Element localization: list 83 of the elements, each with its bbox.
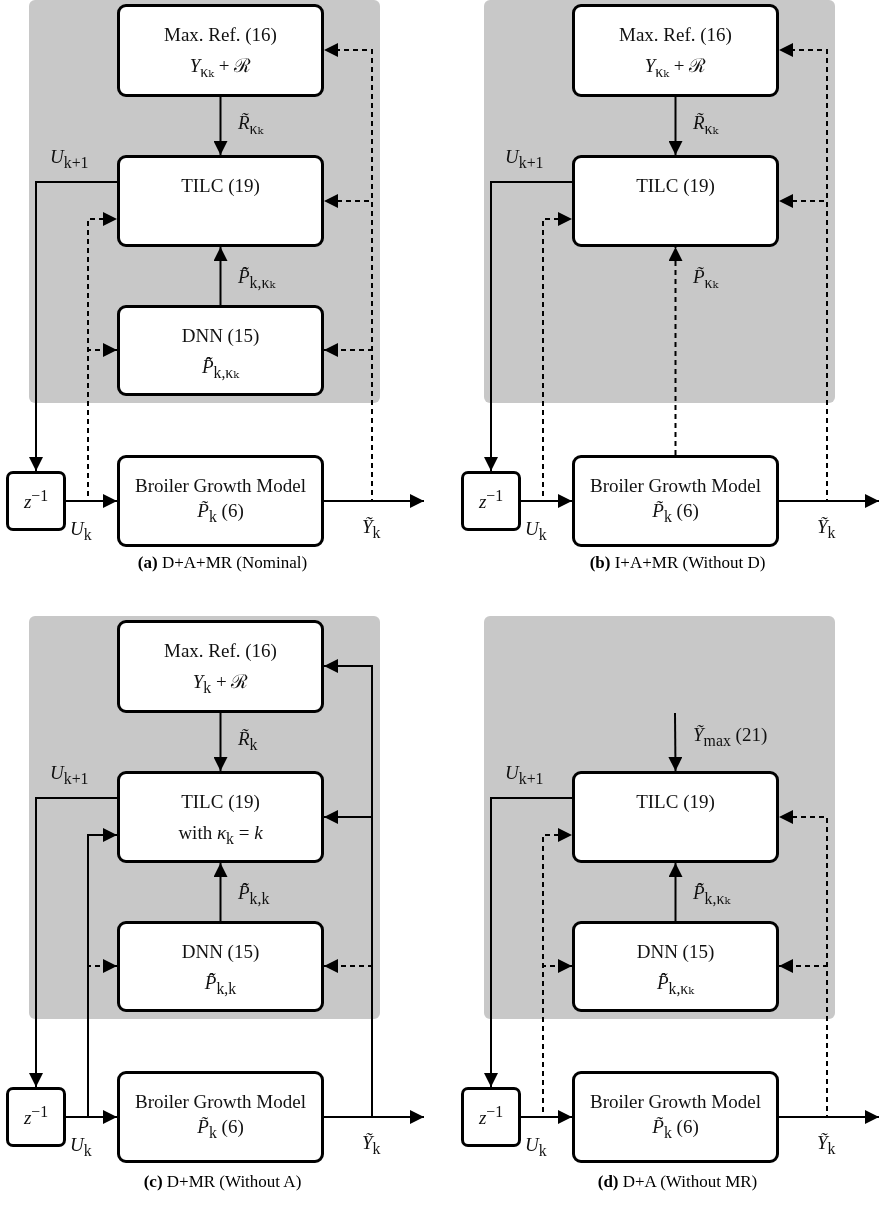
block-label: Max. Ref. (16) <box>164 23 277 47</box>
block-label: TILC (19) <box>181 174 260 198</box>
process-box <box>117 455 324 547</box>
process-box <box>572 4 779 97</box>
subfigure-caption: (a) D+A+MR (Nominal) <box>136 553 309 574</box>
process-box <box>572 1071 779 1163</box>
process-box <box>117 771 324 863</box>
edge-label: R̃$_{k}$ <box>238 728 258 755</box>
shaded-region <box>29 0 380 403</box>
edge-label: Ỹ$_{k}$ <box>817 1132 836 1159</box>
delay-block <box>6 471 66 531</box>
process-box <box>117 921 324 1012</box>
arrow <box>213 246 228 306</box>
edge-label: U$_{k}$ <box>70 1134 92 1161</box>
block-label: Y$_{κₖ}$ + ℛ <box>644 53 707 82</box>
block-label: P̃̂$_{k,κₖ}$ <box>656 970 695 999</box>
subfigure-caption: (b) I+A+MR (Without D) <box>588 553 767 574</box>
dashed-arrow <box>668 246 683 456</box>
edge-label: Ỹ$_{k}$ <box>362 1132 381 1159</box>
delay-block <box>6 1087 66 1147</box>
shaded-region <box>484 616 835 1019</box>
block-label: z$^{−1}$ <box>23 1102 49 1131</box>
shaded-region <box>29 616 380 1019</box>
edge-label: P̃̂$_{k,κₖ}$ <box>693 882 731 909</box>
edge-label: P̃̂$_{k,k}$ <box>238 882 270 909</box>
block-label: Y$_{k}$ + ℛ <box>192 669 249 698</box>
arrow <box>213 712 228 772</box>
block-label: z$^{−1}$ <box>478 1102 504 1131</box>
block-label: P̃̂$_{k,κₖ}$ <box>201 354 240 383</box>
edge-label: U$_{k+1}$ <box>50 762 89 789</box>
block-label: Max. Ref. (16) <box>619 23 732 47</box>
arrow <box>668 862 683 922</box>
process-box <box>117 305 324 396</box>
edge-label: Ỹ$_{max}$ (21) <box>693 724 768 751</box>
process-box <box>572 771 779 863</box>
block-label: TILC (19) <box>636 790 715 814</box>
arrow <box>213 96 228 156</box>
block-label: Max. Ref. (16) <box>164 639 277 663</box>
arrow <box>213 862 228 922</box>
process-box <box>117 155 324 247</box>
delay-block <box>461 471 521 531</box>
process-box <box>572 455 779 547</box>
arrow <box>668 712 683 772</box>
edge-label: Ỹ$_{k}$ <box>362 516 381 543</box>
block-label: Broiler Growth Model P̃$_{k}$ (6) <box>589 474 762 527</box>
delay-block <box>461 1087 521 1147</box>
process-box <box>117 1071 324 1163</box>
block-label: z$^{−1}$ <box>478 486 504 515</box>
arrow <box>484 181 573 472</box>
shaded-region <box>484 0 835 403</box>
edge-label: U$_{k+1}$ <box>505 146 544 173</box>
edge-label: P̃$_{κₖ}$ <box>693 266 719 293</box>
arrow <box>29 181 118 472</box>
block-label: DNN (15) <box>636 940 715 964</box>
edge-label: U$_{k+1}$ <box>50 146 89 173</box>
block-label: DNN (15) <box>181 940 260 964</box>
block-label: TILC (19) <box>181 790 260 814</box>
arrow <box>29 797 118 1088</box>
arrow <box>668 96 683 156</box>
block-label: Broiler Growth Model P̃$_{k}$ (6) <box>134 474 307 527</box>
edge-label: U$_{k}$ <box>525 518 547 545</box>
edge-label: U$_{k+1}$ <box>505 762 544 789</box>
block-label: TILC (19) <box>636 174 715 198</box>
process-box <box>572 155 779 247</box>
subfigure-caption: (c) D+MR (Without A) <box>142 1172 303 1193</box>
block-label: Y$_{κₖ}$ + ℛ <box>189 53 252 82</box>
block-label: P̃̂$_{k,k}$ <box>204 970 237 999</box>
block-label: with κ$_{k}$ = k <box>178 820 263 849</box>
edge-label: Ỹ$_{k}$ <box>817 516 836 543</box>
block-label: DNN (15) <box>181 324 260 348</box>
process-box <box>117 4 324 97</box>
edge-label: U$_{k}$ <box>70 518 92 545</box>
process-box <box>117 620 324 713</box>
edge-label: R̃$_{κₖ}$ <box>238 112 264 139</box>
process-box <box>572 921 779 1012</box>
edge-label: P̃̂$_{k,κₖ}$ <box>238 266 276 293</box>
subfigure-caption: (d) D+A (Without MR) <box>596 1172 759 1193</box>
edge-label: U$_{k}$ <box>525 1134 547 1161</box>
block-label: Broiler Growth Model P̃$_{k}$ (6) <box>589 1090 762 1143</box>
edge-label: R̃$_{κₖ}$ <box>693 112 719 139</box>
block-label: Broiler Growth Model P̃$_{k}$ (6) <box>134 1090 307 1143</box>
arrow <box>484 797 573 1088</box>
block-label: z$^{−1}$ <box>23 486 49 515</box>
